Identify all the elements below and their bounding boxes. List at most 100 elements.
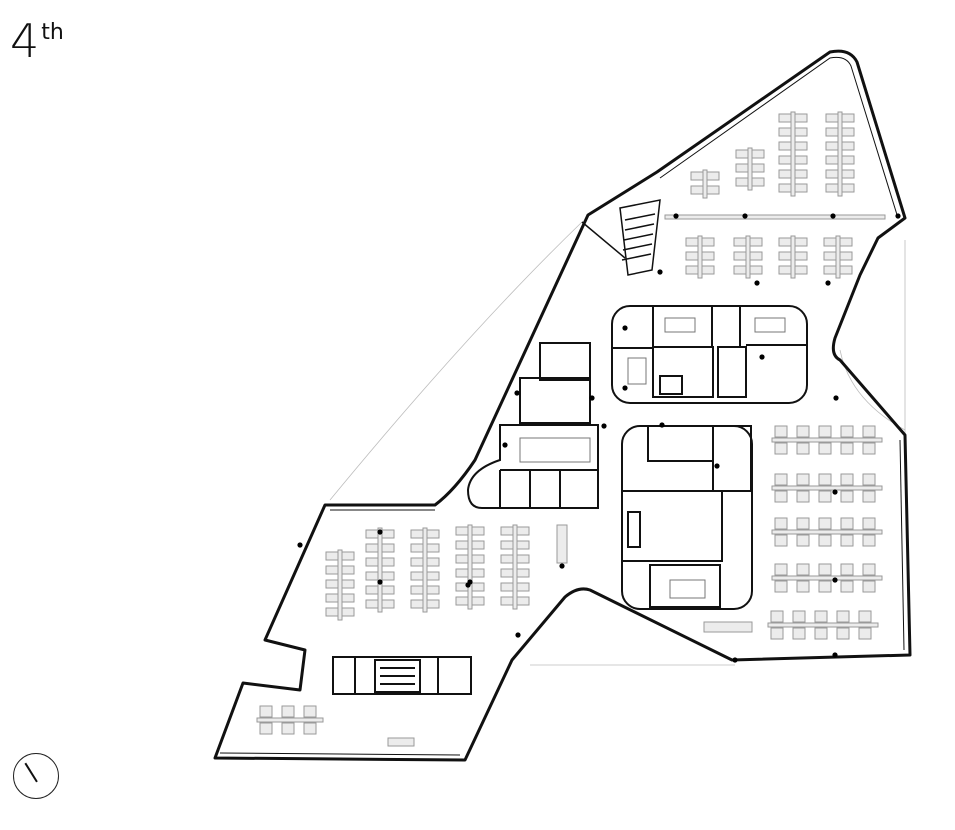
desk xyxy=(858,627,872,640)
desk xyxy=(862,425,876,438)
desk xyxy=(281,722,295,735)
exterior-wall-double-line xyxy=(219,56,905,756)
desk-spine xyxy=(771,529,883,535)
column xyxy=(601,423,607,429)
desk xyxy=(778,127,792,137)
floor-suffix: th xyxy=(41,20,64,45)
column xyxy=(514,390,520,396)
desk xyxy=(774,473,788,486)
desk xyxy=(701,251,715,261)
column xyxy=(825,280,831,286)
desk xyxy=(303,722,317,735)
desk-spine xyxy=(835,235,841,279)
desk xyxy=(500,568,514,578)
desk xyxy=(840,473,854,486)
desk xyxy=(778,169,792,179)
desk xyxy=(794,169,808,179)
column xyxy=(465,582,471,588)
desk-spine xyxy=(767,622,879,628)
desk xyxy=(818,563,832,576)
desk xyxy=(735,149,749,159)
desk xyxy=(770,627,784,640)
desk-spine xyxy=(377,527,383,613)
desk xyxy=(706,171,720,181)
desk xyxy=(690,171,704,181)
core-south xyxy=(621,425,753,610)
desk xyxy=(818,517,832,530)
desk xyxy=(259,705,273,718)
exterior-wall xyxy=(213,49,912,762)
desk xyxy=(818,490,832,503)
desk xyxy=(325,607,339,617)
column xyxy=(622,325,628,331)
desk xyxy=(735,177,749,187)
north-stair xyxy=(581,199,661,276)
desk xyxy=(862,563,876,576)
meeting-table xyxy=(664,317,696,333)
desk-spine xyxy=(256,717,324,723)
desk xyxy=(839,237,853,247)
desk xyxy=(325,565,339,575)
desk xyxy=(426,557,440,567)
desk xyxy=(381,571,395,581)
desk xyxy=(751,149,765,159)
bench xyxy=(703,621,753,633)
desk xyxy=(381,599,395,609)
desk xyxy=(303,705,317,718)
desk-spine xyxy=(771,485,883,491)
desk xyxy=(796,534,810,547)
desk xyxy=(410,557,424,567)
desk xyxy=(825,169,839,179)
desk xyxy=(818,534,832,547)
column xyxy=(759,354,765,360)
desk xyxy=(840,425,854,438)
desk xyxy=(862,442,876,455)
desk xyxy=(796,473,810,486)
desk xyxy=(794,183,808,193)
desk xyxy=(796,563,810,576)
desk xyxy=(685,265,699,275)
desk xyxy=(325,593,339,603)
desk xyxy=(471,526,485,536)
desk xyxy=(733,265,747,275)
desk xyxy=(365,585,379,595)
desk xyxy=(701,265,715,275)
desk xyxy=(794,113,808,123)
desk xyxy=(341,579,355,589)
meeting-table xyxy=(669,579,706,599)
column xyxy=(622,385,628,391)
desk xyxy=(823,251,837,261)
desk-spine xyxy=(337,549,343,621)
desk xyxy=(410,543,424,553)
desk xyxy=(426,543,440,553)
desk xyxy=(341,565,355,575)
desk xyxy=(794,251,808,261)
desk xyxy=(774,425,788,438)
desk-spine xyxy=(790,235,796,279)
desk xyxy=(325,579,339,589)
desk xyxy=(500,554,514,564)
desk xyxy=(778,183,792,193)
desk xyxy=(825,141,839,151)
desk xyxy=(839,251,853,261)
bench xyxy=(387,737,415,747)
desk xyxy=(500,540,514,550)
meeting-rooms-west xyxy=(466,342,599,509)
column xyxy=(832,652,838,658)
desk xyxy=(818,473,832,486)
column xyxy=(515,632,521,638)
desk xyxy=(825,113,839,123)
desk xyxy=(325,551,339,561)
desk xyxy=(839,265,853,275)
desk xyxy=(516,582,530,592)
desk xyxy=(792,627,806,640)
desk xyxy=(281,705,295,718)
desk xyxy=(410,599,424,609)
desk xyxy=(770,610,784,623)
desk-spine xyxy=(837,111,843,197)
column xyxy=(377,579,383,585)
desk-spine xyxy=(771,437,883,443)
desk xyxy=(840,442,854,455)
desk xyxy=(365,599,379,609)
